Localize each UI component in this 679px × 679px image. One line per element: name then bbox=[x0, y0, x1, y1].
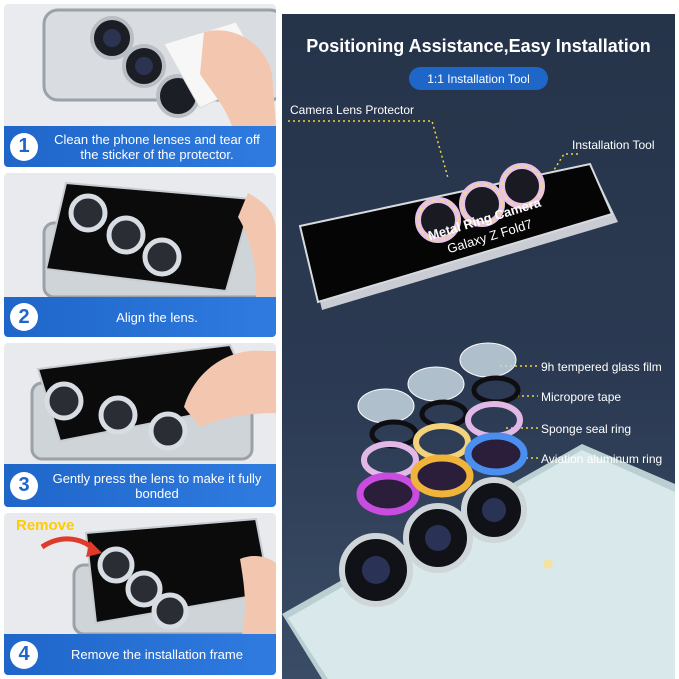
step-2-photo bbox=[4, 173, 276, 297]
tool-lens-rings bbox=[415, 163, 545, 243]
phone-cameras bbox=[339, 477, 553, 607]
step-3-panel: 3 Gently press the lens to make it fully… bbox=[4, 343, 276, 507]
label-micropore-tape: Micropore tape bbox=[541, 390, 622, 404]
step-4-photo bbox=[4, 513, 276, 634]
installation-diagram-panel: Positioning Assistance,Easy Installation… bbox=[282, 14, 675, 679]
aluminum-rings bbox=[356, 432, 528, 516]
step-instruction: Gently press the lens to make it fully b… bbox=[52, 470, 262, 501]
label-glass-film: 9h tempered glass film bbox=[541, 360, 662, 374]
step-instruction: Clean the phone lenses and tear off the … bbox=[54, 131, 260, 162]
step-4-bar: 4 Remove the installation frame bbox=[4, 634, 276, 675]
step-number: 1 bbox=[10, 132, 38, 161]
step-number: 4 bbox=[10, 640, 38, 669]
step-4-panel: Remove 4 Remove the installation frame bbox=[4, 513, 276, 675]
remove-label: Remove bbox=[16, 517, 75, 534]
step-instruction: Remove the installation frame bbox=[71, 647, 243, 662]
step-instruction: Align the lens. bbox=[116, 309, 198, 325]
label-aviation-aluminum-ring: Aviation aluminum ring bbox=[541, 452, 663, 466]
glass-films bbox=[357, 342, 517, 424]
installation-illustration bbox=[282, 120, 675, 679]
step-number: 2 bbox=[10, 303, 38, 331]
panel-title: Positioning Assistance,Easy Installation bbox=[306, 36, 651, 56]
step-3-photo bbox=[4, 343, 276, 464]
step-3-bar: 3 Gently press the lens to make it fully… bbox=[4, 464, 276, 507]
step-number: 3 bbox=[10, 471, 38, 500]
label-sponge-seal-ring: Sponge seal ring bbox=[541, 422, 632, 436]
step-1-photo bbox=[4, 4, 276, 126]
step-2-panel: 2 Align the lens. bbox=[4, 173, 276, 337]
installation-tool-badge: 1:1 Installation Tool bbox=[409, 67, 548, 90]
step-1-panel: 1 Clean the phone lenses and tear off th… bbox=[4, 4, 276, 167]
label-installation-tool: Installation Tool bbox=[572, 138, 655, 152]
step-2-bar: 2 Align the lens. bbox=[4, 297, 276, 337]
step-1-bar: 1 Clean the phone lenses and tear off th… bbox=[4, 126, 276, 167]
label-camera-lens-protector: Camera Lens Protector bbox=[290, 103, 415, 117]
